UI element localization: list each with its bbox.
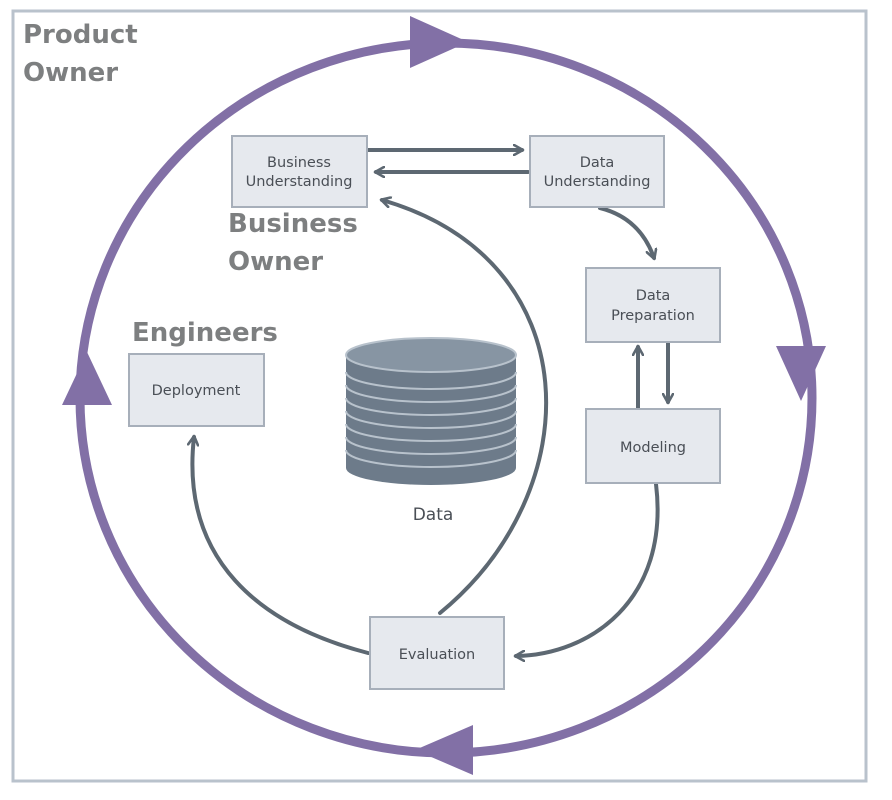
role-label-line2: Owner [228, 247, 324, 277]
arrow-evaluation-to-deployment [192, 437, 370, 655]
role-label-line1: Product [23, 20, 138, 50]
phase-label-line2: Understanding [246, 174, 353, 190]
phase-data-preparation: Data Preparation [585, 267, 721, 343]
cycle-arrow-top-icon [410, 16, 468, 68]
phase-label-line1: Data [636, 288, 671, 304]
data-store-cylinder-icon [345, 337, 517, 485]
arrow-evaluation-to-bu [382, 200, 549, 615]
role-label-line1: Engineers [132, 318, 278, 348]
phase-label: Modeling [620, 440, 686, 456]
role-label-line2: Owner [23, 58, 119, 88]
phase-label-line1: Data [580, 155, 615, 171]
role-label-line1: Business [228, 209, 358, 239]
phase-deployment: Deployment [128, 353, 265, 427]
phase-business-understanding: Business Understanding [231, 135, 368, 208]
arrow-modeling-to-evaluation [516, 482, 660, 656]
phase-evaluation: Evaluation [369, 616, 505, 690]
role-engineers: Engineers [132, 314, 278, 352]
cycle-arrow-left-icon [62, 352, 112, 405]
arrow-du-to-dp [598, 206, 654, 258]
phase-label-line2: Understanding [544, 174, 651, 190]
role-business-owner: Business Owner [228, 205, 358, 281]
phase-label-line1: Business [267, 155, 331, 171]
phase-data-understanding: Data Understanding [529, 135, 665, 208]
phase-label: Deployment [152, 383, 241, 399]
phase-label: Evaluation [399, 647, 476, 663]
phase-label-line2: Preparation [611, 308, 695, 324]
phase-modeling: Modeling [585, 408, 721, 484]
role-product-owner: Product Owner [23, 16, 138, 92]
cycle-arrow-right-icon [776, 346, 826, 401]
cycle-arrow-bottom-icon [415, 725, 473, 775]
data-store-label: Data [413, 505, 454, 525]
